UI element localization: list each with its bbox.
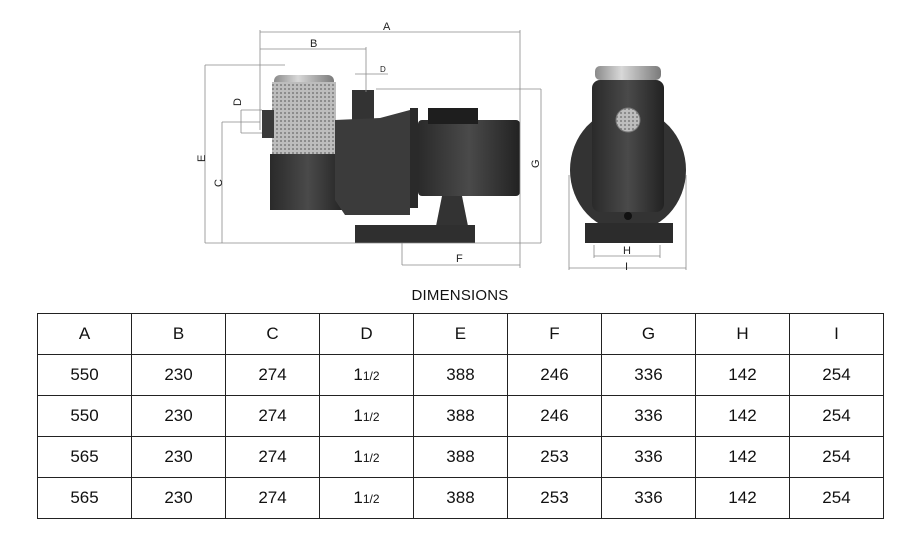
cell-f: 253	[506, 436, 602, 478]
pump-dimension-drawing: A B D D E C G F H I	[196, 21, 687, 273]
table-row: 565 230 274 11/2 388 253 336 142 254	[37, 436, 885, 478]
cell-g: 336	[600, 436, 696, 478]
dim-label-c: C	[213, 179, 225, 187]
table-header-row: A B C D E F G H I	[37, 313, 885, 355]
header-cell: G	[600, 313, 696, 355]
dim-label-g: G	[530, 159, 542, 168]
cell-b: 230	[131, 395, 226, 437]
pump-front-view	[570, 66, 686, 243]
d-fraction: 1/2	[362, 410, 380, 424]
header-cell: D	[319, 313, 414, 355]
cell-c: 274	[225, 395, 320, 437]
cell-e: 388	[412, 436, 508, 478]
dim-label-h: H	[623, 245, 631, 257]
table-row: 565 230 274 11/2 388 253 336 142 254	[37, 477, 885, 519]
dimension-lines	[204, 30, 687, 270]
dim-label-i: I	[625, 261, 628, 273]
cell-b: 230	[131, 477, 226, 519]
table-row: 550 230 274 11/2 388 246 336 142 254	[37, 395, 885, 437]
header-cell: I	[788, 313, 885, 355]
cell-c: 274	[225, 436, 320, 478]
dim-label-a: A	[383, 21, 391, 33]
d-whole: 1	[353, 447, 363, 466]
cell-h: 142	[694, 354, 790, 396]
cell-i: 254	[788, 395, 885, 437]
table-row: 550 230 274 11/2 388 246 336 142 254	[37, 354, 885, 396]
cell-i: 254	[788, 354, 885, 396]
header-cell: F	[506, 313, 602, 355]
cell-a: 565	[37, 436, 132, 478]
cell-f: 246	[506, 354, 602, 396]
cell-c: 274	[225, 477, 320, 519]
cell-a: 550	[37, 395, 132, 437]
cell-g: 336	[600, 395, 696, 437]
cell-b: 230	[131, 354, 226, 396]
d-whole: 1	[353, 365, 363, 384]
header-cell: A	[37, 313, 132, 355]
cell-e: 388	[412, 354, 508, 396]
header-cell: B	[131, 313, 226, 355]
d-fraction: 1/2	[362, 451, 380, 465]
cell-c: 274	[225, 354, 320, 396]
d-fraction: 1/2	[362, 492, 380, 506]
dimensions-table: A B C D E F G H I 550 230 274 11/2 388 2…	[37, 313, 885, 519]
cell-h: 142	[694, 436, 790, 478]
cell-a: 550	[37, 354, 132, 396]
d-whole: 1	[353, 488, 363, 507]
cell-d: 11/2	[319, 477, 414, 519]
cell-e: 388	[412, 395, 508, 437]
cell-h: 142	[694, 477, 790, 519]
pump-side-view	[262, 75, 520, 243]
cell-i: 254	[788, 436, 885, 478]
d-fraction: 1/2	[362, 369, 380, 383]
cell-h: 142	[694, 395, 790, 437]
dim-label-d-inlet: D	[232, 98, 244, 106]
dim-label-d-outlet: D	[380, 65, 386, 74]
cell-d: 11/2	[319, 395, 414, 437]
cell-g: 336	[600, 477, 696, 519]
d-whole: 1	[353, 406, 363, 425]
header-cell: C	[225, 313, 320, 355]
header-cell: E	[412, 313, 508, 355]
cell-a: 565	[37, 477, 132, 519]
cell-f: 246	[506, 395, 602, 437]
dim-label-b: B	[310, 38, 317, 50]
cell-b: 230	[131, 436, 226, 478]
cell-f: 253	[506, 477, 602, 519]
table-title: DIMENSIONS	[411, 287, 509, 304]
cell-e: 388	[412, 477, 508, 519]
cell-g: 336	[600, 354, 696, 396]
cell-d: 11/2	[319, 436, 414, 478]
dim-label-e: E	[196, 155, 208, 162]
header-cell: H	[694, 313, 790, 355]
cell-d: 11/2	[319, 354, 414, 396]
cell-i: 254	[788, 477, 885, 519]
dim-label-f: F	[456, 253, 463, 265]
